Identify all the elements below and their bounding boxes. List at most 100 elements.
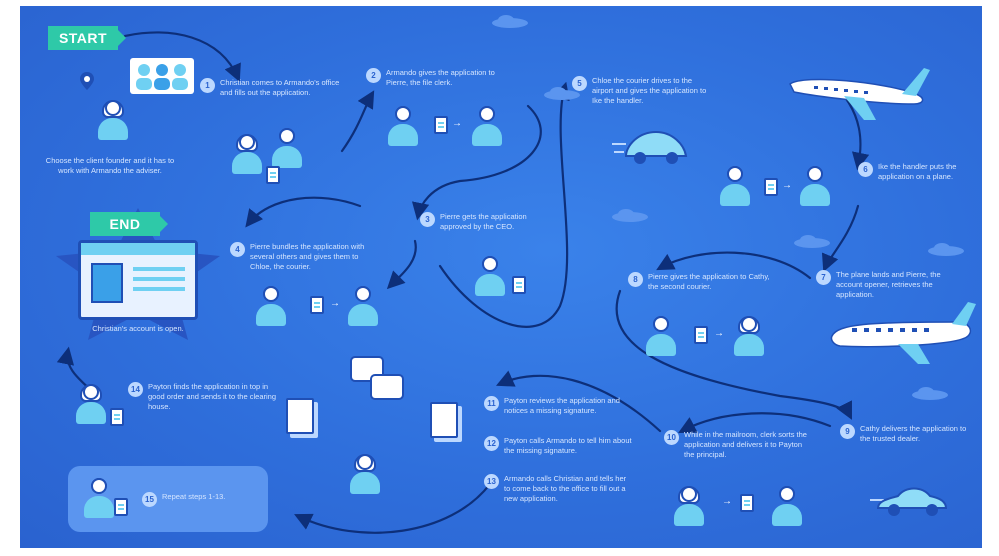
cloud-icon: [544, 87, 580, 100]
arrow-4-to-end: [245, 196, 362, 228]
arrow-right-icon: →: [722, 496, 732, 507]
person-icon: [388, 106, 418, 146]
step-text: Armando calls Christian and tells her to…: [504, 474, 627, 503]
step-7: 7 The plane lands and Pierre, the accoun…: [816, 270, 966, 300]
person-icon: [98, 100, 132, 144]
start-label: START: [48, 26, 118, 50]
step-5: 5 Chloe the courier drives to the airpor…: [572, 76, 712, 106]
step-number: 6: [858, 162, 873, 177]
step-4: 4 Pierre bundles the application with se…: [230, 242, 380, 272]
document-icon: [764, 178, 778, 196]
document-icon: [512, 276, 526, 294]
step-number: 8: [628, 272, 643, 287]
arrow-right-icon: →: [782, 180, 792, 191]
arrow-1-to-2: [340, 90, 375, 153]
step-14: 14 Payton finds the application in top i…: [128, 382, 278, 412]
document-icon: [740, 494, 754, 512]
step-6: 6 Ike the handler puts the application o…: [858, 162, 978, 182]
step-text: Ike the handler puts the application on …: [878, 162, 957, 181]
step-number: 5: [572, 76, 587, 91]
arrow-9-to-10: [678, 412, 832, 434]
repeat-box: 15 Repeat steps 1-13.: [68, 466, 268, 532]
cloud-icon: [912, 387, 948, 400]
step-3: 3 Pierre gets the application approved b…: [420, 212, 550, 232]
step-11: 11 Payton reviews the application and no…: [484, 396, 634, 416]
passport-icon: [78, 240, 198, 320]
step-number: 15: [142, 492, 157, 507]
step-number: 4: [230, 242, 245, 257]
person-icon: [475, 256, 511, 302]
step-number: 3: [420, 212, 435, 227]
person-icon: [772, 486, 802, 526]
end-label: END: [90, 212, 160, 236]
person-icon: [674, 486, 704, 526]
end-caption: Christian's account is open.: [92, 324, 184, 333]
car-icon: [612, 130, 688, 164]
document-icon: [694, 326, 708, 344]
step-text: Pierre bundles the application with seve…: [250, 242, 365, 271]
step-2: 2 Armando gives the application to Pierr…: [366, 68, 506, 88]
arrow-13-to-final: [294, 482, 492, 534]
step-number: 2: [366, 68, 381, 83]
cloud-icon: [492, 15, 528, 28]
step-10: 10 While in the mailroom, clerk sorts th…: [664, 430, 814, 460]
person-icon: [84, 478, 114, 518]
papers-icon: [286, 398, 314, 434]
person-icon: [720, 166, 750, 206]
step-text: Payton reviews the application and notic…: [504, 396, 620, 415]
arrow-right-icon: →: [452, 118, 462, 129]
step-text: Christian comes to Armando's office and …: [220, 78, 340, 97]
person-icon: [256, 286, 286, 326]
step-9: 9 Cathy delivers the application to the …: [840, 424, 970, 444]
step-text: Chloe the courier drives to the airport …: [592, 76, 707, 105]
arrow-right-icon: →: [330, 298, 340, 309]
step-text: Repeat steps 1-13.: [162, 492, 226, 501]
person-icon: [734, 316, 764, 356]
step-text: Pierre gets the application approved by …: [440, 212, 527, 231]
person-icon: [350, 454, 386, 500]
step-number: 9: [840, 424, 855, 439]
step-1: 1 Christian comes to Armando's office an…: [200, 78, 340, 98]
end-tag: END: [90, 212, 170, 236]
step-text: Payton finds the application in top in g…: [148, 382, 277, 411]
step-number: 12: [484, 436, 499, 451]
person-icon: [800, 166, 830, 206]
arrow-3-to-4: [386, 239, 417, 290]
start-caption: Choose the client founder and it has to …: [45, 156, 175, 175]
cloud-icon: [794, 235, 830, 248]
step-8: 8 Pierre gives the application to Cathy,…: [628, 272, 778, 292]
step-text: Armando gives the application to Pierre,…: [386, 68, 495, 87]
step-15: 15 Repeat steps 1-13.: [142, 492, 262, 507]
person-icon: [646, 316, 676, 356]
person-icon: [272, 128, 302, 168]
person-icon: [76, 384, 110, 428]
step-text: The plane lands and Pierre, the account …: [836, 270, 941, 299]
step-text: Pierre gives the application to Cathy, t…: [648, 272, 770, 291]
document-icon: [310, 296, 324, 314]
start-tag: START: [48, 26, 128, 50]
people-group-icon: [130, 58, 194, 94]
document-icon: [434, 116, 448, 134]
step-text: Payton calls Armando to tell him about t…: [504, 436, 632, 455]
step-number: 7: [816, 270, 831, 285]
document-icon: [110, 408, 124, 426]
step-12: 12 Payton calls Armando to tell him abou…: [484, 436, 634, 456]
document-icon: [266, 166, 280, 184]
step-13: 13 Armando calls Christian and tells her…: [484, 474, 634, 504]
chat-bubble-icon: [370, 374, 404, 400]
cloud-icon: [612, 209, 648, 222]
step-number: 13: [484, 474, 499, 489]
cloud-icon: [928, 243, 964, 256]
car-icon: [870, 487, 948, 516]
person-icon: [232, 134, 262, 174]
airplane-icon: [830, 302, 976, 364]
person-icon: [472, 106, 502, 146]
process-diagram: START Choose the client founder and it h…: [20, 6, 982, 548]
step-number: 10: [664, 430, 679, 445]
map-pin-icon: [80, 72, 94, 90]
step-text: While in the mailroom, clerk sorts the a…: [684, 430, 807, 459]
step-number: 14: [128, 382, 143, 397]
document-icon: [114, 498, 128, 516]
person-icon: [348, 286, 378, 326]
airplane-icon: [789, 68, 930, 120]
